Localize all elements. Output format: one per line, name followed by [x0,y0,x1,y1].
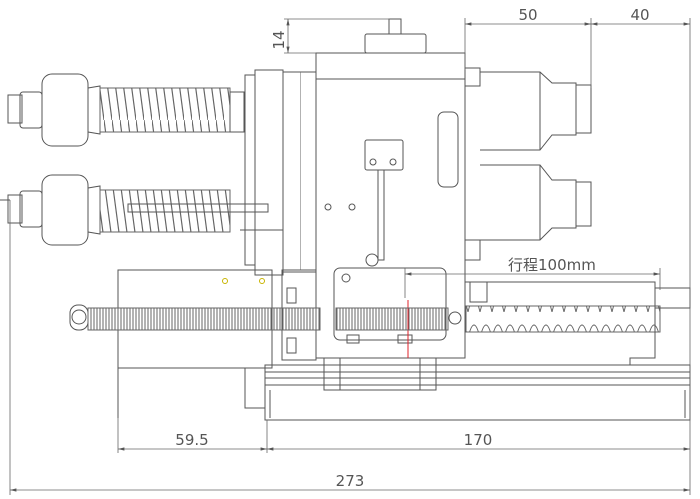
dimension-14: 14 [270,18,390,54]
lead-screw [69,281,691,365]
dimension-59-5: 59.5 [117,418,268,453]
dim-label-40: 40 [630,6,649,24]
dimension-170: 170 [267,431,690,451]
dim-label-stroke: 行程100mm [508,256,596,274]
spring-assembly-upper [7,73,245,147]
dim-label-170: 170 [464,431,493,449]
pneumatic-actuators [464,67,592,261]
dim-label-14: 14 [270,30,288,49]
dimension-50: 50 [464,6,592,88]
dimension-stroke: 行程100mm [404,256,661,298]
spring-assembly-lower [0,174,269,246]
dimension-40: 40 [591,6,691,495]
left-base-block [117,269,273,418]
linear-rail-base [264,364,691,421]
dim-label-59-5: 59.5 [175,431,208,449]
main-body [315,18,466,391]
dim-label-50: 50 [518,6,537,24]
dimension-273: 273 [9,200,690,495]
dim-label-273: 273 [336,472,365,490]
